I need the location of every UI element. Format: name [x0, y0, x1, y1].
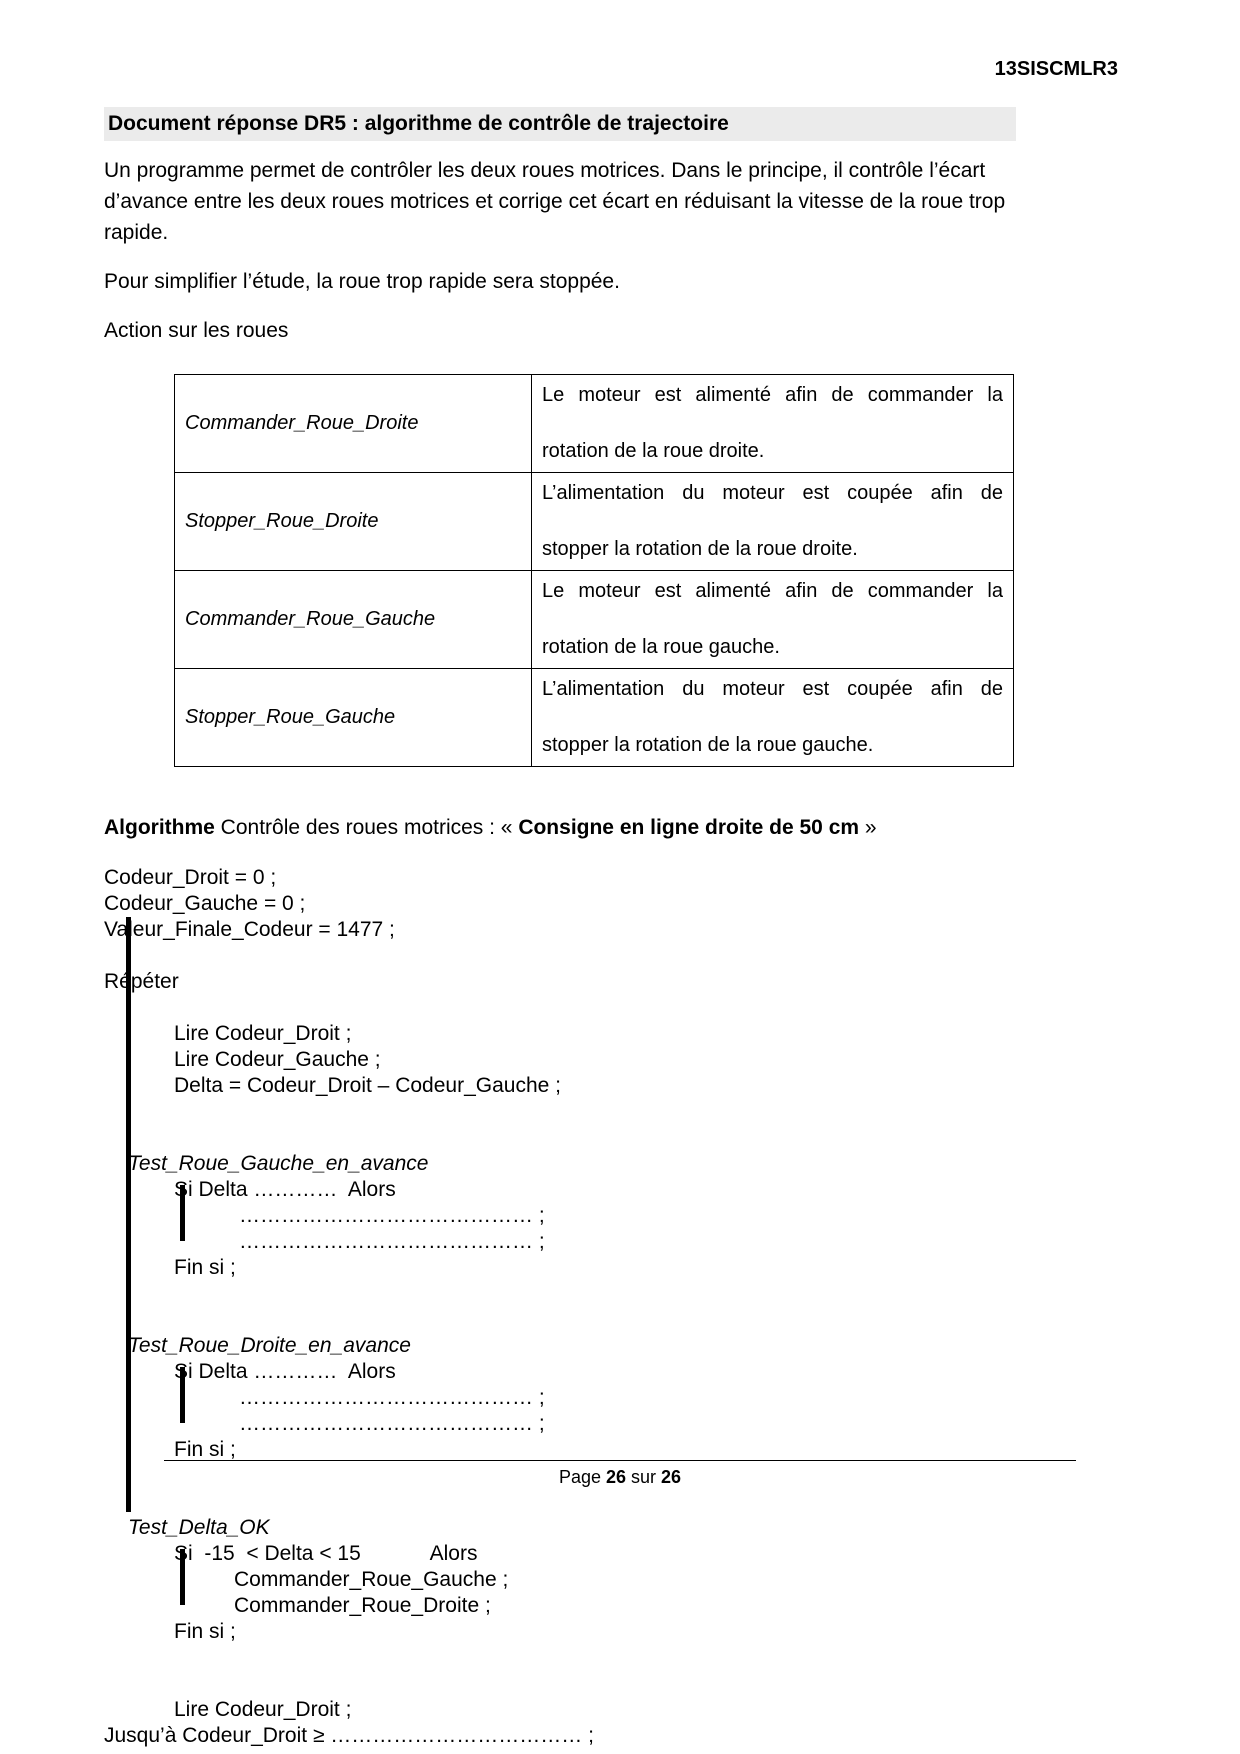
code-line-test-gauche-label: Test_Roue_Gauche_en_avance: [128, 1152, 429, 1175]
action-description-line-1: Le moteur est alimenté afin de commander…: [542, 580, 1003, 602]
action-description-line-2: stopper la rotation de la roue droite.: [542, 538, 858, 560]
spacer-line: [104, 1099, 1016, 1125]
algorithm-heading-emphasis: Consigne en ligne droite de 50 cm: [518, 816, 860, 839]
algorithm-heading-closing: »: [859, 816, 877, 839]
code-line-until: Jusqu’à Codeur_Droit ≥ ……………………………… ;: [104, 1724, 594, 1747]
test-roue-gauche-block: Test_Roue_Gauche_en_avance Si Delta ……………: [104, 1151, 1016, 1281]
test-delta-ok-block: Test_Delta_OK Si -15 < Delta < 15 Alors …: [104, 1515, 1016, 1645]
action-name: Stopper_Roue_Droite: [174, 472, 532, 571]
action-description-line-1: L’alimentation du moteur est coupée afin…: [542, 678, 1003, 700]
code-line-test-gauche-condition: Si Delta ………… Alors: [174, 1178, 396, 1201]
intro-paragraph-2: Pour simplifier l’étude, la roue trop ra…: [104, 270, 620, 293]
action-description-line-1: Le moteur est alimenté afin de commander…: [542, 384, 1003, 406]
code-line-init-3: Valeur_Finale_Codeur = 1477 ;: [104, 918, 395, 941]
code-line-read-1: Lire Codeur_Droit ;: [174, 1022, 352, 1045]
code-line-read-2: Lire Codeur_Gauche ;: [174, 1048, 381, 1071]
table-row: Commander_Roue_Gauche Le moteur est alim…: [174, 570, 1014, 669]
code-line-test-delta-condition: Si -15 < Delta < 15 Alors: [174, 1542, 478, 1565]
spacer: [104, 248, 1016, 266]
code-line-test-gauche-end: Fin si ;: [174, 1256, 236, 1279]
table-row: Commander_Roue_Droite Le moteur est alim…: [174, 374, 1014, 473]
spacer-line: [104, 1489, 1016, 1515]
action-description-line-2: rotation de la roue gauche.: [542, 636, 780, 658]
algorithm-heading-label: Algorithme: [104, 816, 215, 839]
if-block-bar: [180, 1549, 185, 1605]
action-name: Stopper_Roue_Gauche: [174, 668, 532, 767]
spacer-line: [104, 943, 1016, 969]
page-footer: Page 26 sur 26: [0, 1460, 1240, 1488]
code-line-commander-droite: Commander_Roue_Droite ;: [234, 1594, 491, 1617]
if-block-bar: [180, 1185, 185, 1241]
action-name: Commander_Roue_Droite: [174, 374, 532, 473]
action-description-line-2: rotation de la roue droite.: [542, 440, 765, 462]
code-line-commander-gauche: Commander_Roue_Gauche ;: [234, 1568, 509, 1591]
action-description: L’alimentation du moteur est coupée afin…: [531, 472, 1014, 571]
intro-paragraph-3: Action sur les roues: [104, 319, 289, 342]
table-row: Stopper_Roue_Droite L’alimentation du mo…: [174, 472, 1014, 571]
repeat-loop-bar: [126, 917, 131, 1512]
code-line-final-read: Lire Codeur_Droit ;: [174, 1698, 352, 1721]
code-line-test-droite-label: Test_Roue_Droite_en_avance: [128, 1334, 411, 1357]
code-line-init-1: Codeur_Droit = 0 ;: [104, 866, 277, 889]
section-title-band: Document réponse DR5 : algorithme de con…: [104, 107, 1016, 141]
if-block-bar: [180, 1367, 185, 1423]
code-line-test-droite-blank-2: …………………………………… ;: [239, 1412, 545, 1435]
code-line-test-droite-end: Fin si ;: [174, 1438, 236, 1461]
code-line-test-gauche-blank-1: …………………………………… ;: [239, 1204, 545, 1227]
algorithm-heading-middle: Contrôle des roues motrices : «: [214, 816, 519, 839]
action-description: Le moteur est alimenté afin de commander…: [531, 570, 1014, 669]
footer-total-pages: 26: [661, 1467, 682, 1487]
code-line-init-2: Codeur_Gauche = 0 ;: [104, 892, 306, 915]
algorithm-code-block: Codeur_Droit = 0 ; Codeur_Gauche = 0 ; V…: [104, 865, 1016, 1749]
code-line-test-gauche-blank-2: …………………………………… ;: [239, 1230, 545, 1253]
code-line-test-delta-end: Fin si ;: [174, 1620, 236, 1643]
footer-divider: [164, 1460, 1076, 1461]
test-roue-droite-block: Test_Roue_Droite_en_avance Si Delta ……………: [104, 1333, 1016, 1463]
spacer: [104, 297, 1016, 315]
exam-code-header: 13SISCMLR3: [994, 58, 1118, 80]
code-line-delta: Delta = Codeur_Droit – Codeur_Gauche ;: [174, 1074, 561, 1097]
code-line-test-droite-blank-1: …………………………………… ;: [239, 1386, 545, 1409]
intro-paragraph-1: Un programme permet de contrôler les deu…: [104, 159, 1006, 244]
action-description-line-1: L’alimentation du moteur est coupée afin…: [542, 482, 1003, 504]
spacer-line: [104, 1307, 1016, 1333]
spacer-line: [104, 1125, 1016, 1151]
algorithm-heading: Algorithme Contrôle des roues motrices :…: [104, 813, 1016, 843]
spacer-line: [104, 1281, 1016, 1307]
actions-table: Commander_Roue_Droite Le moteur est alim…: [174, 374, 1014, 767]
footer-middle: sur: [626, 1467, 662, 1487]
spacer-line: [104, 995, 1016, 1021]
footer-current-page: 26: [605, 1467, 627, 1487]
spacer-line: [104, 1671, 1016, 1697]
action-description: L’alimentation du moteur est coupée afin…: [531, 668, 1014, 767]
action-description-line-2: stopper la rotation de la roue gauche.: [542, 734, 874, 756]
page-title: Document réponse DR5 : algorithme de con…: [108, 112, 729, 135]
document-content: Un programme permet de contrôler les deu…: [104, 155, 1016, 1749]
code-line-test-droite-condition: Si Delta ………… Alors: [174, 1360, 396, 1383]
footer-prefix: Page: [558, 1467, 606, 1487]
action-name: Commander_Roue_Gauche: [174, 570, 532, 669]
code-line-repeat: Répéter: [104, 970, 179, 993]
action-description: Le moteur est alimenté afin de commander…: [531, 374, 1014, 473]
code-line-test-delta-label: Test_Delta_OK: [128, 1516, 270, 1539]
table-row: Stopper_Roue_Gauche L’alimentation du mo…: [174, 668, 1014, 767]
spacer-line: [104, 1645, 1016, 1671]
